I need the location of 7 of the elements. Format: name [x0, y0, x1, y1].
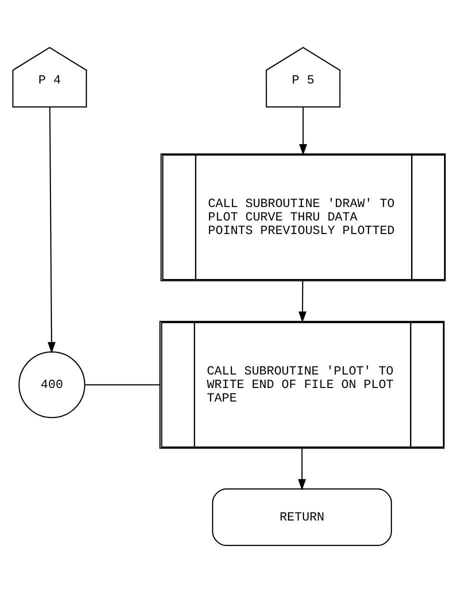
node-circle: 400	[18, 350, 86, 418]
arrow	[48, 106, 56, 353]
connector	[85, 384, 160, 385]
arrow	[299, 106, 308, 155]
arrow	[298, 448, 306, 490]
node-box: RETURN	[212, 488, 392, 546]
arrow	[298, 280, 306, 322]
